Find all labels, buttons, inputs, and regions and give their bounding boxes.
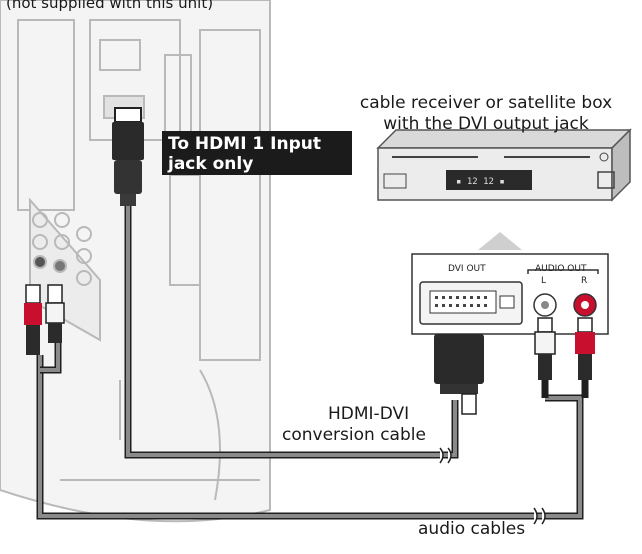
audio-left-label: L (541, 276, 547, 286)
hdmi-dvi-cable (124, 206, 459, 459)
hdmi-plug (112, 107, 144, 206)
receiver-connector-panel (411, 253, 609, 335)
rca-plug-red-tv (24, 284, 42, 355)
cable-label-line2: conversion cable (282, 425, 426, 445)
audio-cable-left (36, 355, 584, 520)
hdmi-callout-line1: To HDMI 1 Input (168, 134, 322, 154)
hdmi-input-callout: To HDMI 1 Input jack only (162, 131, 352, 175)
audio-out-label: AUDIO OUT (535, 264, 587, 274)
audio-right-label: R (581, 276, 588, 286)
receiver-label-line1: cable receiver or satellite box (359, 93, 613, 113)
rca-plug-red-receiver (575, 317, 595, 380)
rca-plug-white-tv (45, 284, 65, 343)
tv-rear-panel (0, 0, 271, 523)
svg-text:▪ 12 12 ▪: ▪ 12 12 ▪ (456, 177, 505, 187)
top-partial-text: (not supplied with this unit) (6, 0, 214, 12)
hdmi-callout-line2: jack only (168, 154, 254, 174)
dvi-plug (434, 334, 484, 415)
audio-cable-right (40, 340, 589, 398)
dvi-out-label: DVI OUT (448, 264, 486, 274)
receiver-box: ▪ 12 12 ▪ (376, 128, 632, 202)
rca-plug-white-receiver (534, 317, 556, 380)
cable-break-marks (439, 447, 546, 525)
cable-label-line1: HDMI-DVI (328, 404, 410, 424)
audio-cables-label: audio cables (418, 519, 526, 539)
receiver-label-line2: with the DVI output jack (383, 114, 589, 134)
arrow-up-icon (478, 232, 522, 250)
